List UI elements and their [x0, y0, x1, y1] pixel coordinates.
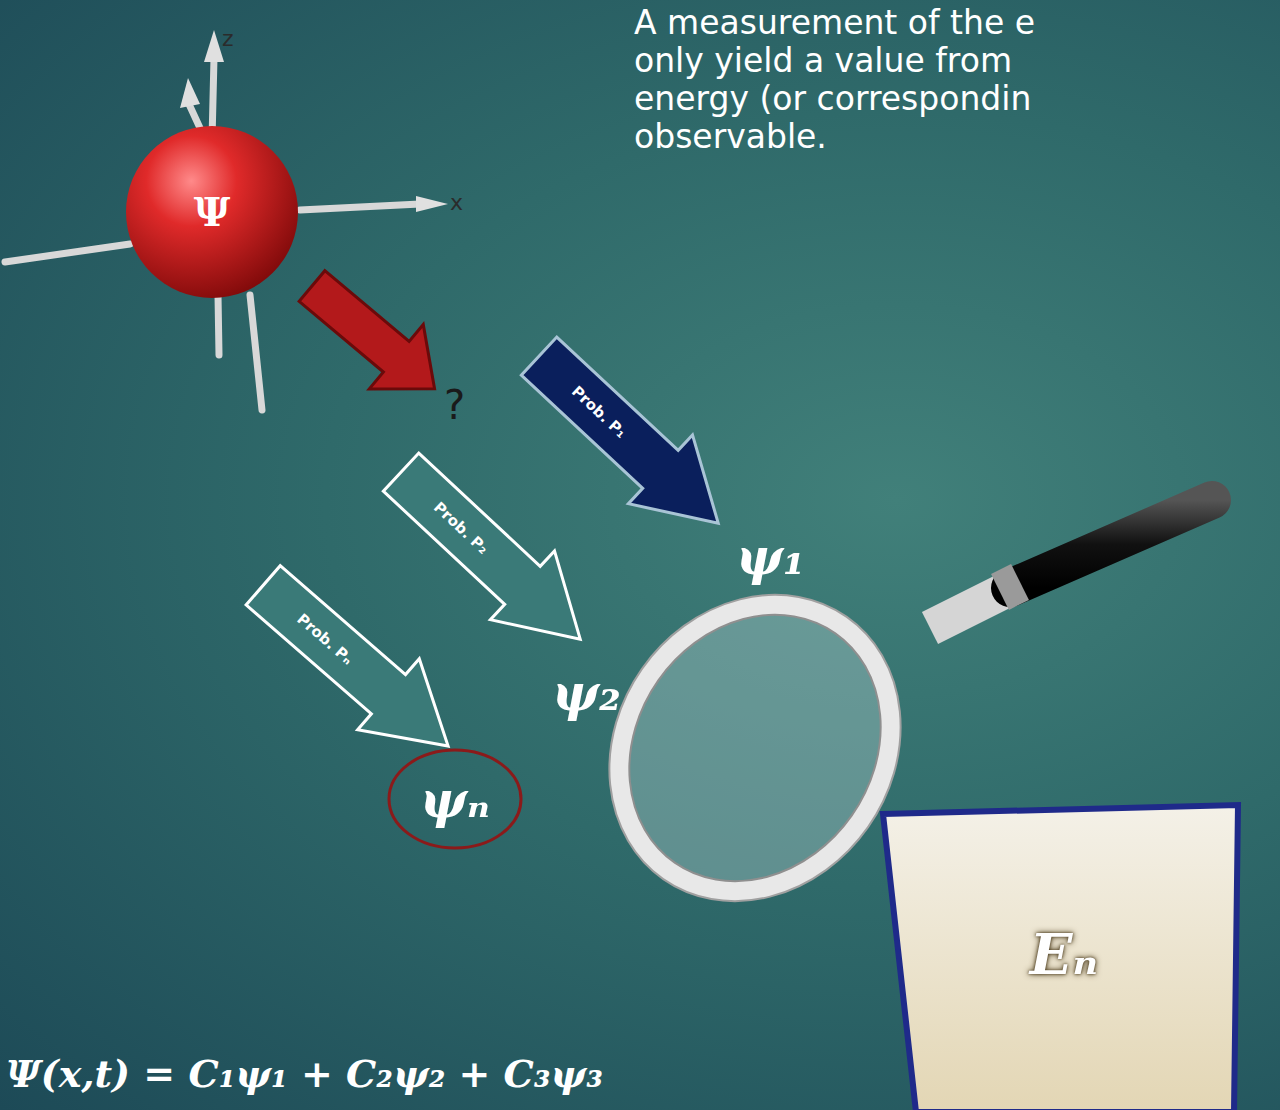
- node-text: Ψ: [194, 190, 231, 234]
- block-arrow-shape: [365, 434, 616, 678]
- node-text: ψₙ: [420, 772, 490, 827]
- text-holder: ψₙ: [387, 748, 523, 850]
- superposition-equation: Ψ(x,t) = C₁ψ₁ + C₂ψ₂ + C₃ψ₃: [6, 1052, 603, 1096]
- node-text: Prob. P₁: [569, 383, 630, 441]
- arrow-outline: [369, 438, 612, 674]
- axis-label: z: [222, 26, 234, 51]
- arrow-outline: [507, 322, 750, 558]
- arrow-outline: [232, 550, 479, 782]
- postulate-note: A measurement of the e only yield a valu…: [634, 4, 1104, 156]
- text-holder: Eₙ: [878, 800, 1250, 1110]
- red-arrow: [285, 254, 462, 421]
- axis-label: x: [450, 190, 463, 215]
- eigenstate-label: ψ₂: [552, 664, 621, 722]
- axis-head: [416, 196, 448, 212]
- circle-stroke: [389, 750, 521, 848]
- axis-head: [180, 78, 200, 108]
- sphere-fill: [126, 126, 298, 298]
- node-text: Eₙ: [1030, 924, 1098, 986]
- eigenstate-circle: ψₙ: [387, 748, 523, 850]
- block-arrow-shape: [503, 318, 754, 562]
- eigenstate-label: ψ₁: [736, 528, 805, 586]
- axes: [5, 58, 420, 410]
- text-holder: Ψ: [124, 124, 300, 300]
- probability-arrow: Prob. P₂: [365, 434, 616, 678]
- node-text: Prob. Pₙ: [294, 611, 356, 668]
- card-outline: [883, 805, 1238, 1110]
- question-mark: ?: [444, 382, 465, 428]
- axis-head: [204, 30, 224, 62]
- node-text: Prob. P₂: [431, 499, 492, 557]
- probability-arrow: Prob. P₁: [503, 318, 754, 562]
- state-sphere: Ψ: [124, 124, 300, 300]
- energy-card: Eₙ: [878, 800, 1250, 1110]
